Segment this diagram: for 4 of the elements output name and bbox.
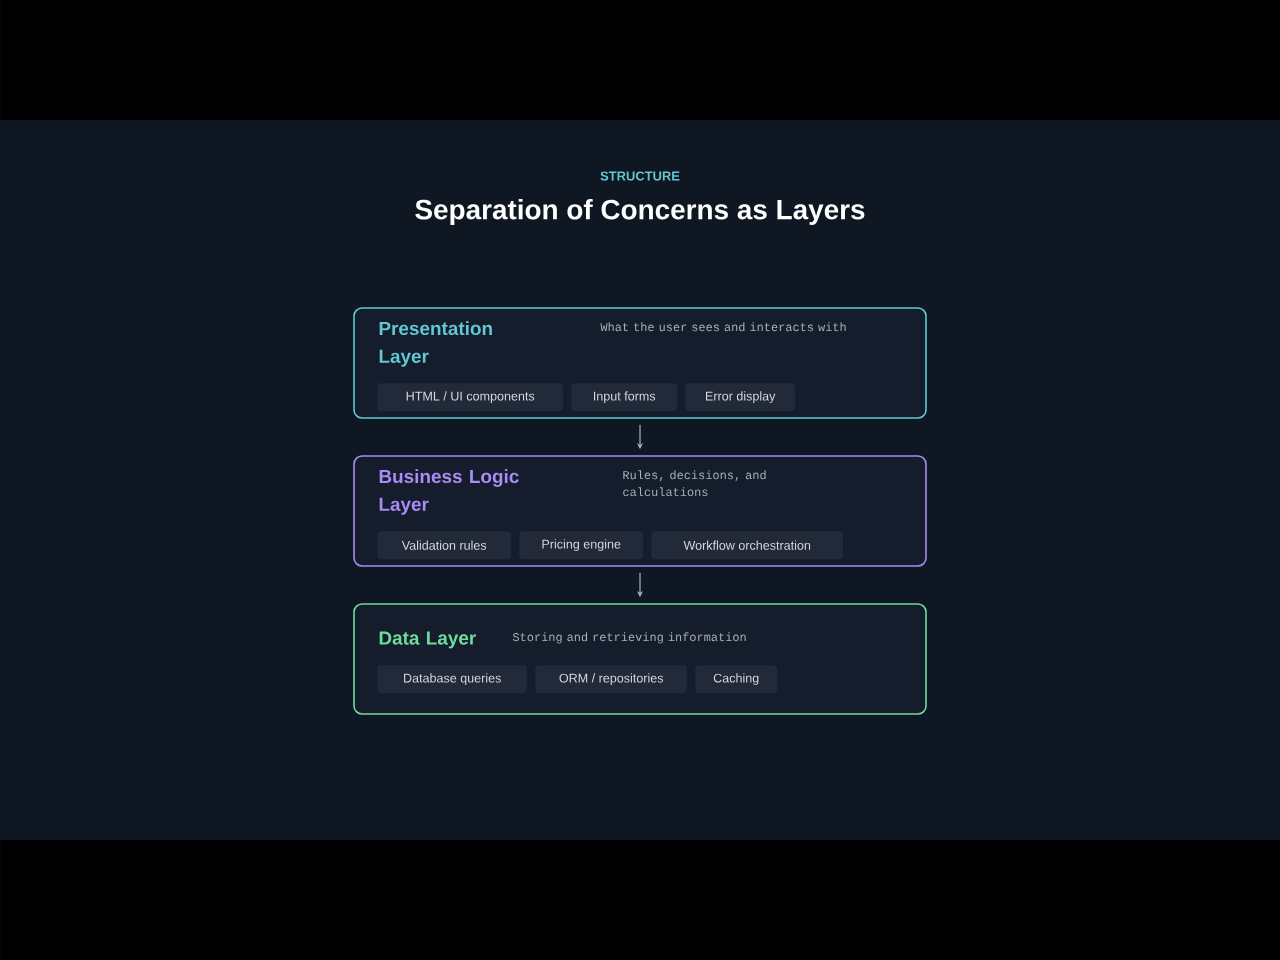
layer-heading: Presentation Layer — [379, 321, 492, 367]
slide-title: Separation of Concerns as Layers — [415, 199, 865, 225]
layer-heading: Business Logic Layer — [379, 469, 519, 515]
layer-heading: Data Layer — [379, 631, 476, 649]
